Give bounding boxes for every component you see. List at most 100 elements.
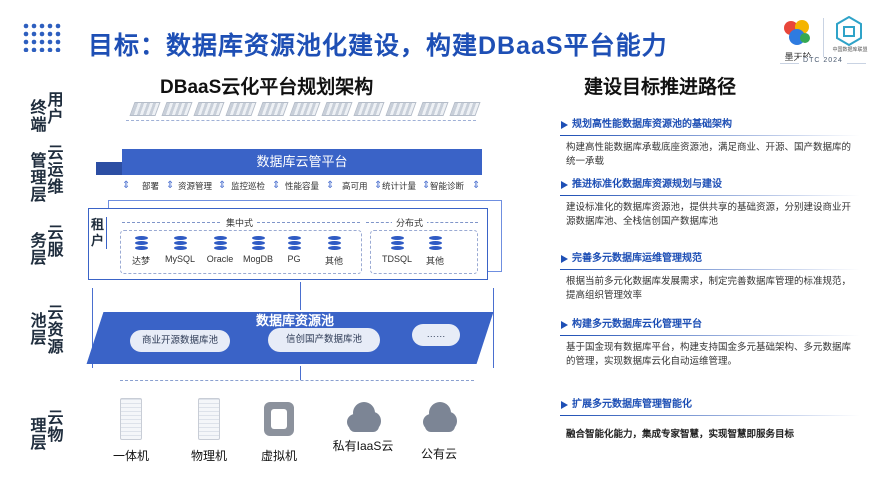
layer-label-cloud-service: 务层云服 (30, 225, 64, 267)
terminal-panel-icon (289, 102, 321, 116)
database-icon (390, 236, 404, 251)
roadmap-heading: 推进标准化数据库资源规划与建设 (560, 178, 860, 192)
roadmap-section: 构建多元数据库云化管理平台 基于国金现有数据库平台，构建支持国金多元基础架构、多… (560, 318, 860, 374)
distributed-db-list: TDSQL 其他 (376, 236, 476, 276)
database-icon (327, 236, 341, 251)
page-title: 目标：数据库资源池化建设，构建DBaaS平台能力 (88, 32, 668, 60)
updown-arrow-icon: ⇕ (272, 180, 281, 191)
architecture-subtitle: DBaaS云化平台规划架构 (160, 77, 374, 98)
db-item: TDSQL (380, 236, 414, 264)
decorative-dots (22, 22, 62, 52)
database-icon (173, 236, 187, 251)
roadmap-heading: 规划高性能数据库资源池的基础架构 (560, 118, 860, 132)
db-item: 其他 (418, 236, 452, 267)
distributed-label: 分布式 (392, 216, 428, 229)
function-item: 智能诊断 (430, 181, 465, 191)
roadmap-body: 构建高性能数据库承载底座资源池，满足商业、开源、国产数据库的统一承载 (566, 142, 852, 167)
updown-arrow-icon: ⇕ (122, 180, 131, 191)
terminal-panel-icon (193, 102, 225, 116)
modb-logo-icon (784, 20, 810, 45)
event-label: DTC 2024 (780, 57, 866, 64)
terminal-panel-icon (449, 102, 481, 116)
terminal-panel-icon (321, 102, 353, 116)
function-item: 统计计量 (382, 181, 417, 191)
terminal-panel-icon (129, 102, 161, 116)
vm-icon (264, 402, 294, 436)
pool-title: 数据库资源池 (255, 313, 334, 328)
roadmap-heading: 完善多元数据库运维管理规范 (560, 252, 860, 266)
tenant-label: 租户 (89, 217, 107, 249)
database-icon (251, 236, 265, 251)
terminal-panel-icon (257, 102, 289, 116)
terminal-panel-icon (385, 102, 417, 116)
logo-divider (823, 18, 824, 58)
db-item: 达梦 (124, 236, 158, 267)
physical-server: 物理机 (174, 398, 244, 463)
db-alliance-logo-icon (836, 16, 862, 46)
function-item: 性能容量 (285, 181, 320, 191)
roadmap-underline (560, 415, 860, 416)
db-item: Oracle (203, 236, 237, 264)
centralized-label: 集中式 (222, 216, 258, 229)
database-icon (287, 236, 301, 251)
server-icon (198, 398, 220, 440)
updown-arrow-icon: ⇕ (218, 180, 227, 191)
roadmap-body: 融合智能化能力，集成专家智慧，实现智慧即服务目标 (566, 429, 795, 440)
updown-arrow-icon: ⇕ (422, 180, 431, 191)
db-item: MySQL (163, 236, 197, 264)
updown-arrow-icon: ⇕ (472, 180, 481, 191)
cloud-icon (343, 400, 383, 434)
distributed-db-group (370, 230, 478, 274)
roadmap-section: 完善多元数据库运维管理规范 根据当前多元化数据库发展需求，制定完善数据库管理的标… (560, 252, 860, 308)
platform-functions: ⇕ 部署 ⇕ 资源管理 ⇕ 监控巡检 ⇕ 性能容量 ⇕ 高可用 ⇕ 统计计量 ⇕… (118, 180, 488, 200)
cloud-management-platform (122, 149, 482, 175)
pool-more: …… (412, 324, 460, 346)
platform-edge (96, 162, 126, 175)
terminal-panel-icon (161, 102, 193, 116)
roadmap-body: 基于国金现有数据库平台，构建支持国金多元基础架构、多元数据库的管理，实现数据库云… (566, 342, 852, 367)
roadmap-section: 规划高性能数据库资源池的基础架构 构建高性能数据库承载底座资源池，满足商业、开源… (560, 118, 860, 174)
roadmap-body: 根据当前多元化数据库发展需求，制定完善数据库管理的标准规范，提高组织管理效率 (566, 276, 852, 301)
layer-label-cloud-physical: 理层云物 (30, 410, 64, 452)
terminal-panel-icon (417, 102, 449, 116)
roadmap-section: 扩展多元数据库管理智能化 融合智能化能力，集成专家智慧，实现智慧即服务目标 (560, 398, 860, 447)
layer-label-cloud-resource: 池层云资源 (30, 305, 64, 356)
physical-private-cloud: 私有IaaS云 (328, 400, 398, 453)
platform-label: 数据库云管平台 (256, 154, 348, 169)
function-item: 资源管理 (178, 181, 213, 191)
pool-physical-arrow (300, 366, 301, 380)
appliance-icon (120, 398, 142, 440)
side-arrow (92, 288, 93, 368)
logo-text-alliance: 中国数据库联盟 (832, 47, 868, 53)
db-item: MogDB (241, 236, 275, 264)
roadmap-underline (560, 195, 860, 196)
physical-connector (120, 380, 474, 381)
user-terminals (126, 98, 481, 132)
db-item: PG (277, 236, 311, 264)
database-icon (428, 236, 442, 251)
updown-arrow-icon: ⇕ (166, 180, 175, 191)
db-item: 其他 (317, 236, 351, 267)
centralized-db-group (120, 230, 362, 274)
physical-public-cloud: 公有云 (404, 400, 474, 461)
roadmap-underline (560, 335, 860, 336)
roadmap-heading: 扩展多元数据库管理智能化 (560, 398, 860, 412)
function-item: 监控巡检 (231, 181, 266, 191)
centralized-db-list: 达梦 MySQL Oracle MogDB PG 其他 (124, 236, 364, 276)
terminal-panel-icon (353, 102, 385, 116)
function-item: 高可用 (342, 181, 368, 191)
roadmap-underline (560, 135, 860, 136)
roadmap-body: 建设标准化的数据库资源池，提供共享的基础资源，分别建设商业开源数据库池、全栈信创… (566, 202, 852, 227)
roadmap-underline (560, 269, 860, 270)
database-icon (213, 236, 227, 251)
center-arrow (300, 282, 301, 310)
function-item: 部署 (142, 181, 160, 191)
database-icon (134, 236, 148, 251)
updown-arrow-icon: ⇕ (374, 180, 383, 191)
physical-appliance: 一体机 (96, 398, 166, 463)
layer-label-cloud-ops: 管理层云运维 (30, 145, 64, 204)
pool-commercial-opensource: 商业开源数据库池 (130, 330, 230, 352)
terminal-panel-icon (225, 102, 257, 116)
side-arrow (493, 288, 494, 368)
physical-vm: 虚拟机 (244, 402, 314, 463)
